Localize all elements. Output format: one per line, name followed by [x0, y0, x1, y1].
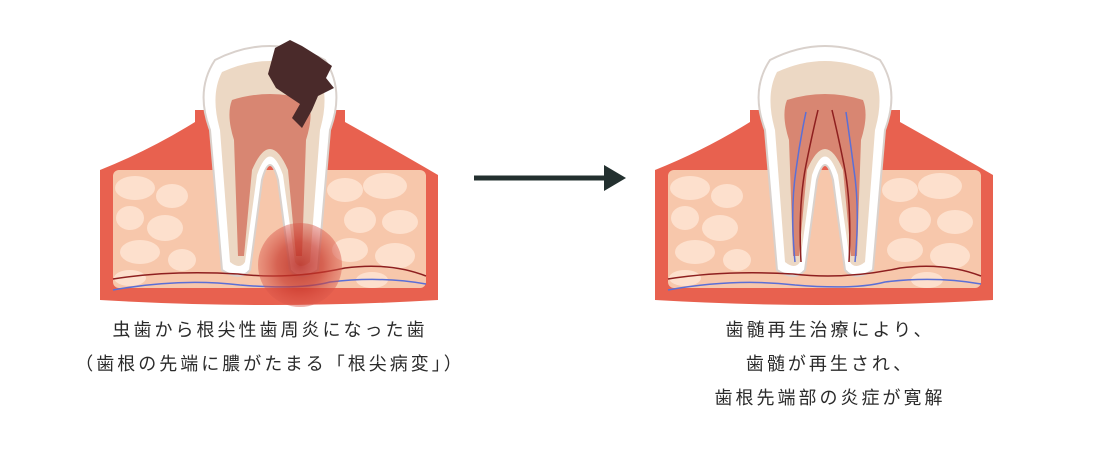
caption-line: 歯髄が再生され、	[745, 354, 915, 375]
regenerated-vessel	[799, 109, 819, 263]
regenerated-vessel	[831, 109, 851, 263]
healed-tooth-diagram	[655, 45, 993, 305]
periapical-lesion	[258, 223, 342, 307]
regenerated-nerve	[845, 111, 858, 263]
caption-line: 虫歯から根尖性歯周炎になった歯	[112, 320, 428, 341]
tooth-pulp	[784, 94, 866, 256]
bone-cells	[669, 173, 973, 288]
nerve-line	[667, 278, 982, 291]
progress-arrow	[474, 165, 626, 191]
caption-line: （歯根の先端に膿がたまる「根尖病変」）	[75, 354, 465, 375]
healed-tooth-caption: 歯髄再生治療により、 歯髄が再生され、 歯根先端部の炎症が寛解	[600, 314, 1060, 416]
decayed-tooth-caption: 虫歯から根尖性歯周炎になった歯 （歯根の先端に膿がたまる「根尖病変」）	[40, 314, 500, 382]
caption-line: 歯髄再生治療により、	[725, 320, 935, 341]
decay-cavity	[268, 40, 334, 128]
caption-line: 歯根先端部の炎症が寛解	[714, 388, 946, 409]
decayed-tooth-diagram	[100, 40, 438, 307]
tooth-pulp	[229, 94, 311, 256]
vessel-line	[667, 265, 982, 280]
regenerated-nerve	[792, 111, 807, 263]
